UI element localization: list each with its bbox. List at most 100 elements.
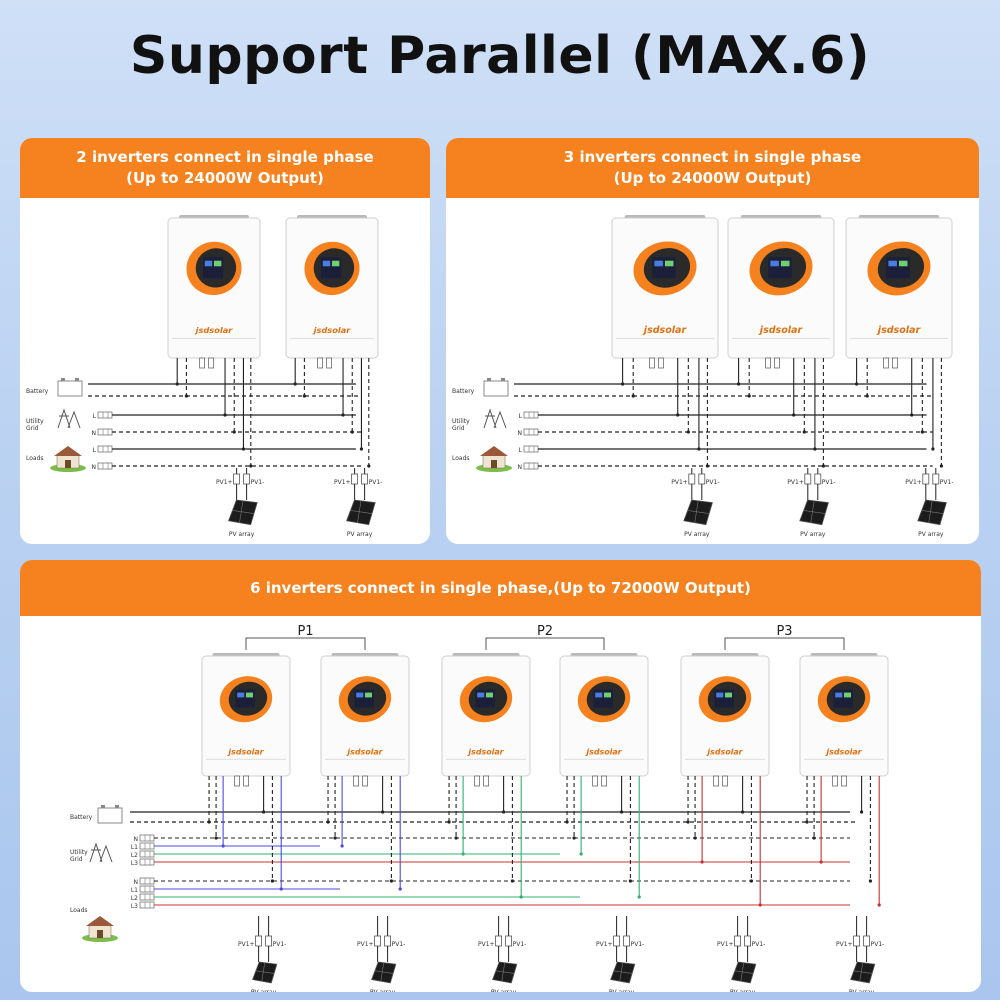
battery-terminal <box>75 378 79 381</box>
pv-plus-label: PV1+ <box>836 941 853 948</box>
junction-dot <box>865 394 869 398</box>
pv-port <box>326 357 332 369</box>
bracket-line <box>485 637 605 650</box>
pv-array <box>492 961 518 984</box>
pv-connector <box>863 935 870 947</box>
pv-array-label: PV array <box>918 531 944 538</box>
terminal-label: L1 <box>131 887 138 894</box>
utility-label: Utility <box>70 849 88 856</box>
terminal <box>97 445 113 453</box>
utility-label: Utility <box>452 418 470 425</box>
terminal-label: N <box>92 464 97 471</box>
pv-array-label: PV array <box>730 989 756 992</box>
group-label: P2 <box>537 624 553 639</box>
pv-minus-label: PV1- <box>273 941 287 948</box>
inverter: jsdsolar <box>559 653 649 777</box>
terminal-label: L3 <box>131 903 138 910</box>
pylon-frame <box>67 410 81 429</box>
pv-port <box>483 775 489 787</box>
junction-dot <box>359 447 364 451</box>
inverter: jsdsolar <box>201 653 291 777</box>
panel-grid <box>859 963 863 982</box>
battery-label: Battery <box>26 388 49 395</box>
junction-dot <box>223 413 227 417</box>
terminal-block: L2 <box>131 893 155 902</box>
junction-dot <box>749 879 754 883</box>
junction-dot <box>620 810 624 814</box>
loads-label: Loads <box>26 455 44 462</box>
lcd-segment <box>365 692 373 698</box>
terminal <box>139 893 155 901</box>
lcd-segment <box>595 692 603 698</box>
pv-array <box>850 961 876 984</box>
panel-grid <box>232 510 254 514</box>
panel-grid <box>255 970 274 974</box>
lcd-screen <box>202 257 224 279</box>
panel-grid <box>350 510 372 514</box>
terminal <box>139 834 155 842</box>
pv-port <box>234 775 240 787</box>
lcd-segment <box>716 692 724 698</box>
terminal-label: L2 <box>131 895 138 902</box>
pv-array <box>683 499 713 526</box>
pylon-frame <box>57 408 71 429</box>
panel-grid <box>740 963 744 982</box>
brand-logo: jsdsolar <box>345 747 383 756</box>
terminal <box>97 428 113 436</box>
terminal <box>139 901 155 909</box>
panel-grid <box>380 963 384 982</box>
pylon-frame <box>483 408 497 429</box>
panel-header-line2: (Up to 24000W Output) <box>126 169 324 187</box>
pv-connector <box>932 473 940 485</box>
junction-dot <box>579 852 583 856</box>
terminal-label: N <box>134 879 139 886</box>
pv-port <box>353 775 359 787</box>
panel-grid <box>803 510 826 514</box>
panel-grid <box>374 970 393 974</box>
inverter: jsdsolar <box>799 653 889 777</box>
panel-grid <box>928 501 933 523</box>
pv-port <box>362 775 368 787</box>
solar-panel-icon <box>371 961 397 984</box>
battery-terminal <box>61 378 65 381</box>
lcd-segment <box>604 692 612 698</box>
lcd-segment <box>725 692 733 698</box>
pv-connector <box>265 935 273 947</box>
pv-plus-label: PV1+ <box>596 941 613 948</box>
group-label: P1 <box>297 624 313 639</box>
junction-dot <box>293 382 297 386</box>
junction-dot <box>565 820 569 824</box>
pv-plus-label: PV1+ <box>717 941 734 948</box>
junction-dot <box>637 895 641 899</box>
pv-array-label: PV array <box>800 531 826 538</box>
battery-terminal <box>487 378 491 381</box>
battery-terminal <box>101 805 105 808</box>
terminal-label: L <box>519 413 523 420</box>
junction-dot <box>389 879 393 883</box>
pv-port <box>474 775 480 787</box>
junction-dot <box>741 810 745 814</box>
panel-grid <box>261 963 265 982</box>
junction-dot <box>302 394 306 398</box>
junction-dot <box>697 447 701 451</box>
junction-dot <box>398 887 402 891</box>
house-door <box>491 460 497 468</box>
junction-dot <box>676 413 680 417</box>
lcd-screen <box>354 689 374 708</box>
junction-dot <box>813 447 817 451</box>
lcd-screen <box>593 689 613 708</box>
pv-array-label: PV array <box>609 989 635 992</box>
pv-minus-label: PV1- <box>631 941 645 948</box>
terminal-block: L3 <box>131 858 155 867</box>
pv-plus-label: PV1+ <box>787 479 804 486</box>
solar-panel-icon <box>850 961 876 984</box>
panel-header-line1: 3 inverters connect in single phase <box>563 148 862 166</box>
lcd-segment <box>204 260 213 267</box>
terminal-block: N <box>134 834 155 843</box>
junction-dot <box>572 836 576 840</box>
pv-minus-label: PV1- <box>940 479 954 486</box>
terminal <box>97 462 113 470</box>
group-label: P3 <box>776 624 792 639</box>
pv-array-label: PV array <box>849 989 875 992</box>
brand-logo: jsdsolar <box>705 747 743 756</box>
